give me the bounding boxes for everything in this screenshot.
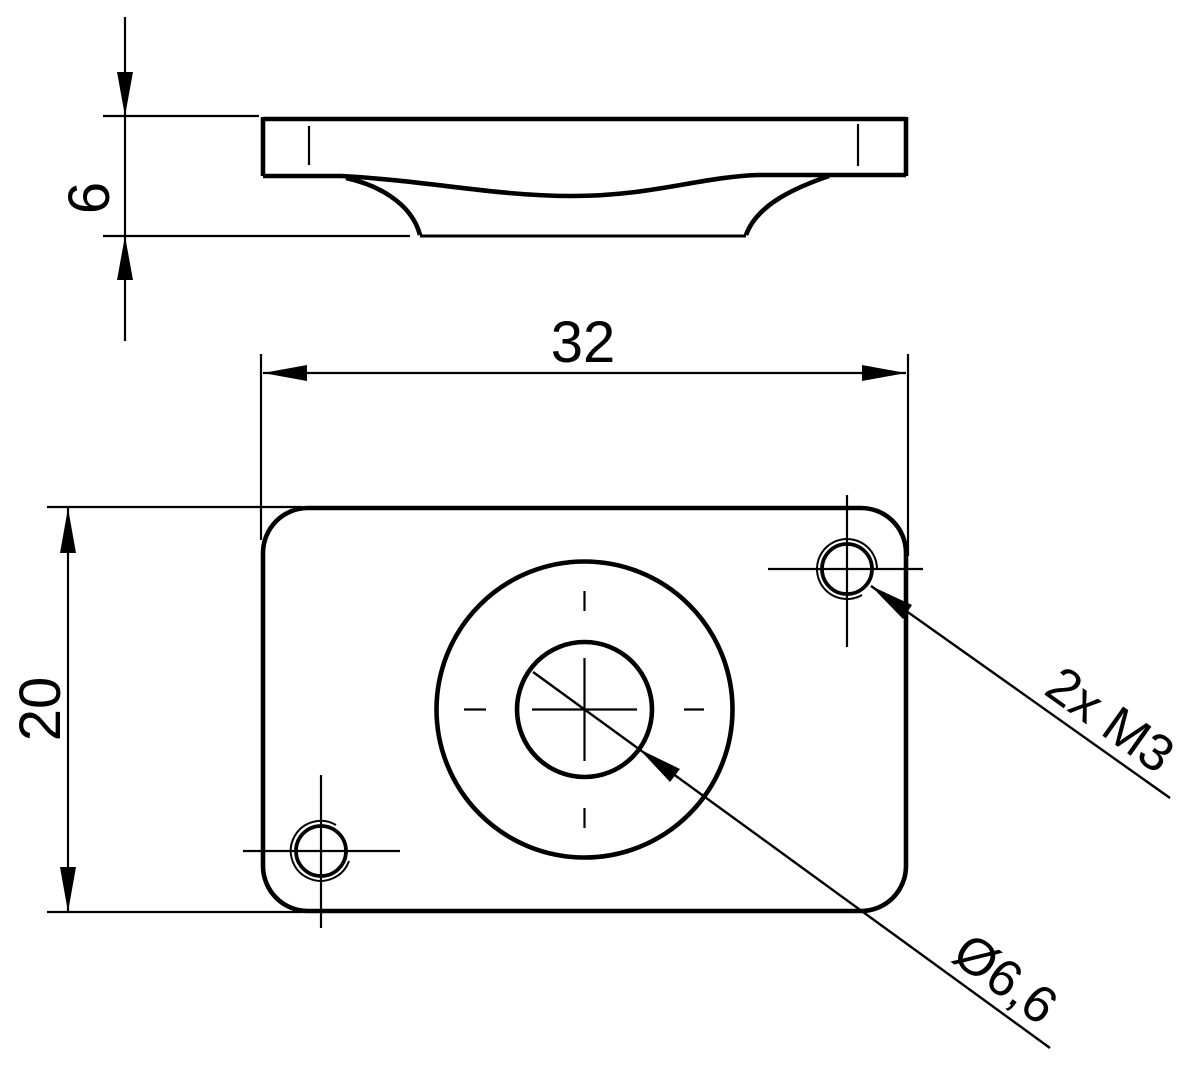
plan-view <box>243 495 923 928</box>
width-arrow-left <box>263 365 307 381</box>
side-fillet-right <box>743 173 830 236</box>
dimension-thickness: 6 <box>57 17 410 341</box>
callout-center-hole: Ø6,6 <box>532 671 1068 1049</box>
corner-holes-leader-arrow <box>871 586 912 619</box>
dimension-width: 32 <box>259 310 910 556</box>
bl-hole-thread-arc <box>289 819 350 882</box>
center-boss-circle <box>434 559 735 860</box>
corner-holes-leader-line <box>870 585 1171 799</box>
side-underside-wave <box>341 172 831 199</box>
dimension-height: 20 <box>8 505 302 914</box>
corner-hole-bottom-left <box>243 775 400 928</box>
callout-corner-holes: 2x M3 <box>870 585 1184 799</box>
center-hole-label: Ø6,6 <box>943 922 1068 1036</box>
thickness-arrow-bottom <box>117 236 133 280</box>
height-arrow-bottom <box>60 867 76 912</box>
thickness-arrow-top <box>117 72 133 116</box>
corner-hole-top-right <box>768 495 923 647</box>
width-arrow-right <box>862 365 906 381</box>
height-arrow-top <box>60 508 76 553</box>
center-hole-leader-line <box>532 671 1051 1049</box>
width-dim-label: 32 <box>551 310 616 375</box>
plate-outline <box>260 505 909 914</box>
center-hole-circle <box>514 639 655 780</box>
corner-holes-label: 2x M3 <box>1035 655 1184 784</box>
center-hole-leader-arrow <box>639 749 680 782</box>
height-dim-label: 20 <box>8 677 73 742</box>
side-view <box>260 116 909 238</box>
tr-hole-thread-arc <box>816 538 878 600</box>
thickness-dim-label: 6 <box>57 182 122 214</box>
side-fillet-left <box>345 175 423 236</box>
